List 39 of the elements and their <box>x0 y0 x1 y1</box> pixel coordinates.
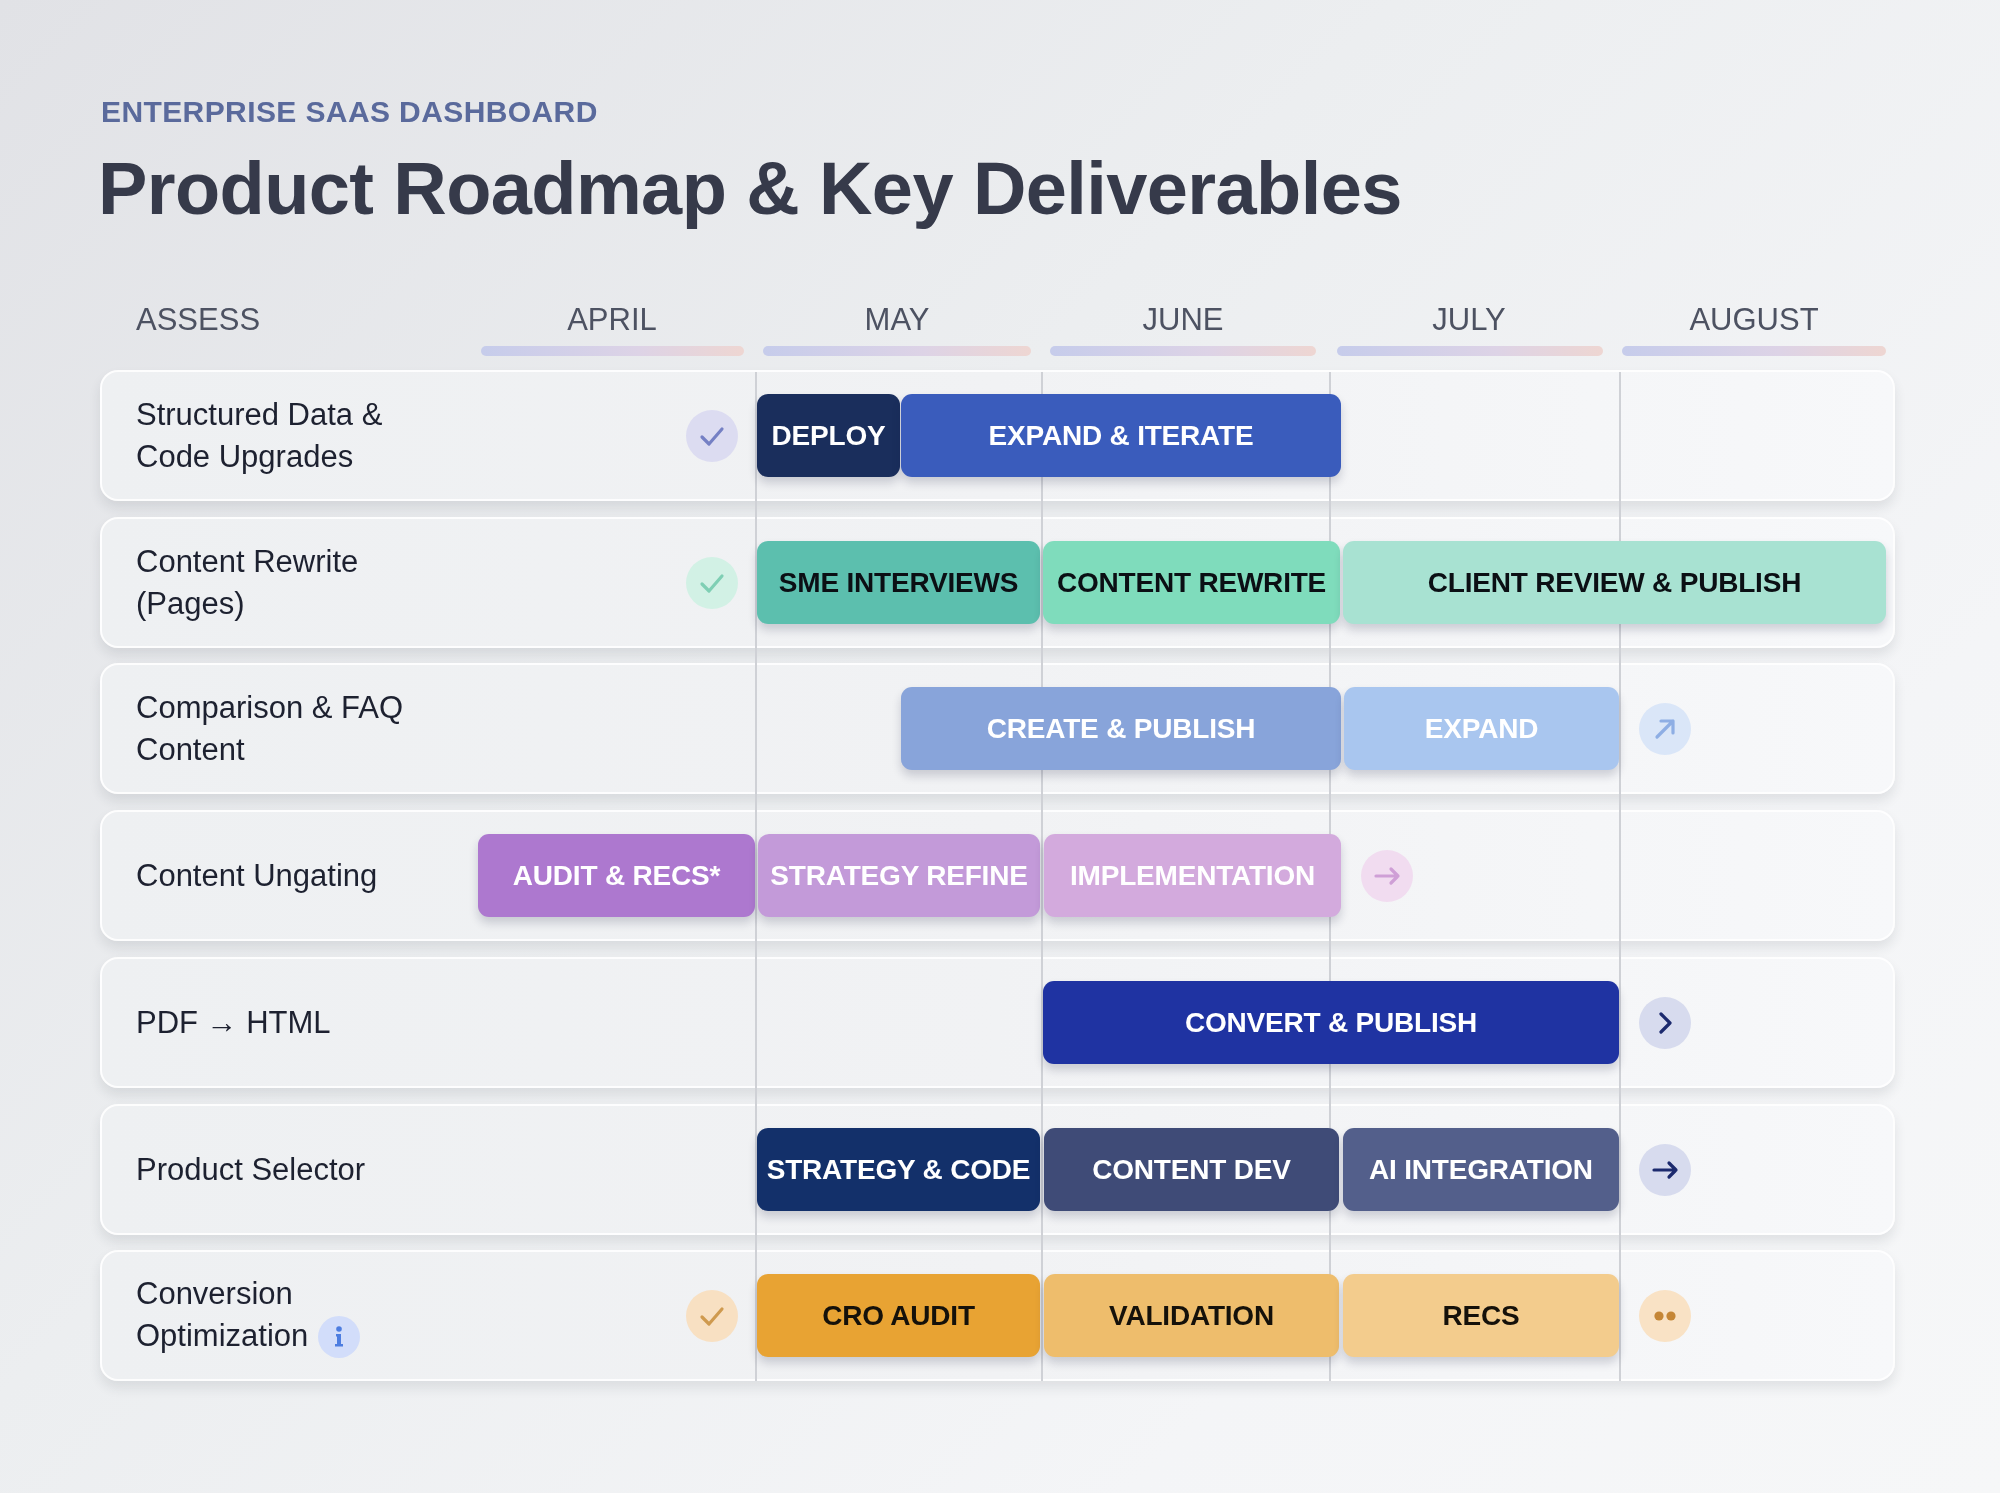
month-header: JULY <box>1432 301 1506 339</box>
row-card <box>100 1250 1895 1381</box>
task-bar: IMPLEMENTATION <box>1044 834 1341 917</box>
row-label: Structured Data & Code Upgrades <box>136 396 383 474</box>
task-bar: DEPLOY <box>757 394 900 477</box>
task-bar: CONTENT REWRITE <box>1043 541 1340 624</box>
row-card <box>100 1104 1895 1235</box>
task-bar: VALIDATION <box>1044 1274 1339 1357</box>
task-bar: EXPAND & ITERATE <box>901 394 1341 477</box>
task-bar: STRATEGY & CODE <box>757 1128 1040 1211</box>
task-bar: CREATE & PUBLISH <box>901 687 1341 770</box>
row-label: Conversion Optimization <box>136 1275 309 1353</box>
column-header: ASSESS <box>136 301 261 339</box>
task-bar: RECS <box>1343 1274 1619 1357</box>
month-header: MAY <box>864 301 930 339</box>
row-card <box>100 517 1895 648</box>
month-header: JUNE <box>1142 301 1224 339</box>
row-card <box>100 663 1895 794</box>
row-label: PDF → HTML <box>136 1004 331 1040</box>
row-card <box>100 957 1895 1088</box>
row-label: Content Rewrite (Pages) <box>136 543 359 621</box>
month-header: AUGUST <box>1689 301 1819 339</box>
task-bar: CONVERT & PUBLISH <box>1043 981 1619 1064</box>
task-bar: STRATEGY REFINE <box>758 834 1040 917</box>
task-bar: SME INTERVIEWS <box>757 541 1040 624</box>
eyebrow-text: ENTERPRISE SAAS DASHBOARD <box>101 95 598 129</box>
task-bar: CRO AUDIT <box>757 1274 1040 1357</box>
row-label: Comparison & FAQ Content <box>136 689 404 767</box>
row-label: Product Selector <box>136 1151 366 1187</box>
row-card <box>100 810 1895 941</box>
task-bar: AUDIT & RECS* <box>478 834 755 917</box>
row-card <box>100 370 1895 501</box>
page-title: Product Roadmap & Key Deliverables <box>98 150 1402 228</box>
row-label: Content Ungating <box>136 857 378 893</box>
task-bar: AI INTEGRATION <box>1343 1128 1619 1211</box>
task-bar: CONTENT DEV <box>1044 1128 1339 1211</box>
month-header: APRIL <box>567 301 657 339</box>
task-bar: EXPAND <box>1344 687 1619 770</box>
task-bar: CLIENT REVIEW & PUBLISH <box>1343 541 1886 624</box>
